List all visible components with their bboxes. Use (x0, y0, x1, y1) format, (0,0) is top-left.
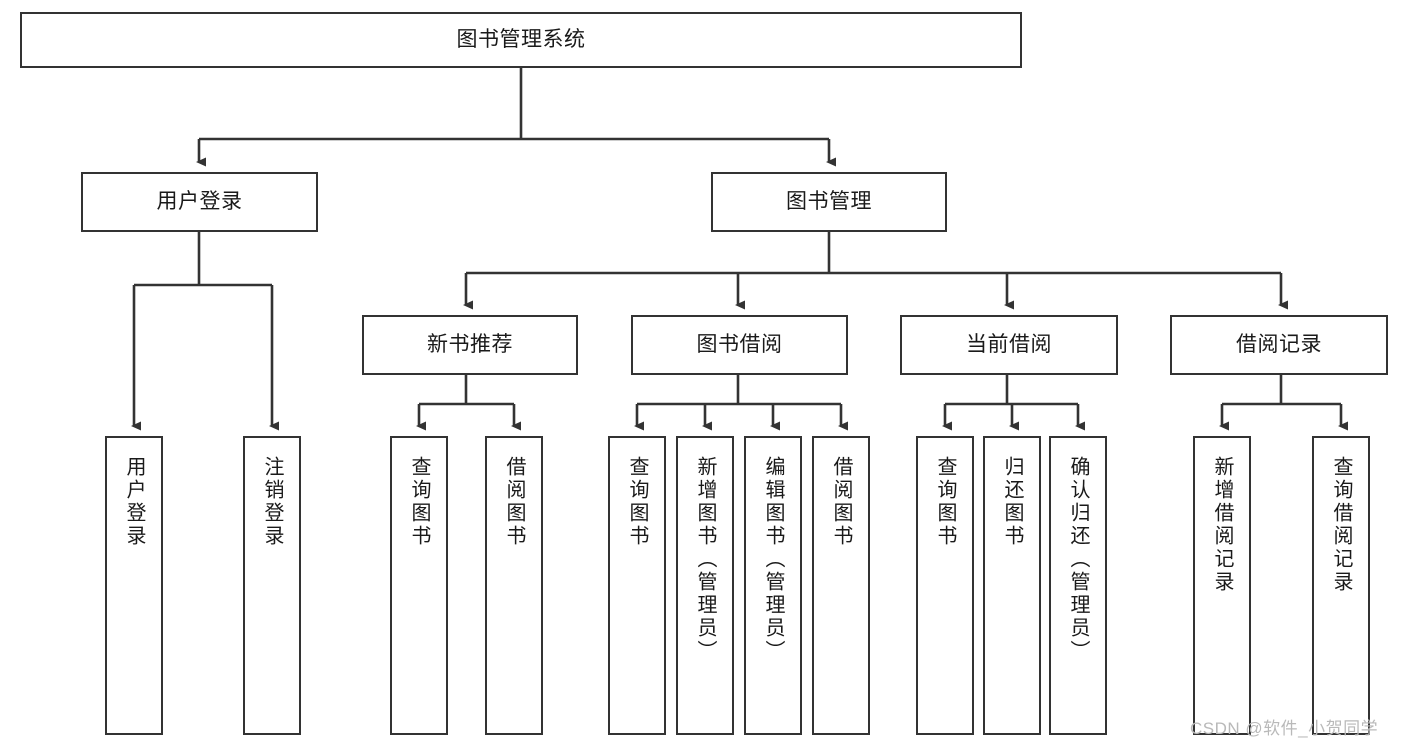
node-leaf-logout-label: 注销登录 (261, 456, 283, 548)
node-leaf-query-book-1-label: 查询图书 (408, 456, 430, 548)
node-leaf-edit-book[interactable]: 编辑图书（管理员） (744, 436, 802, 735)
node-current-borrow[interactable]: 当前借阅 (900, 315, 1118, 375)
node-book-manage[interactable]: 图书管理 (711, 172, 947, 232)
node-leaf-user-login-label: 用户登录 (123, 456, 145, 548)
node-leaf-add-record-label: 新增借阅记录 (1211, 456, 1233, 594)
node-leaf-confirm-return-label: 确认归还（管理员） (1067, 456, 1089, 663)
node-leaf-query-book-3[interactable]: 查询图书 (916, 436, 974, 735)
node-leaf-add-book-label: 新增图书（管理员） (694, 456, 716, 663)
node-leaf-query-record[interactable]: 查询借阅记录 (1312, 436, 1370, 735)
node-leaf-query-record-label: 查询借阅记录 (1330, 456, 1352, 594)
node-root[interactable]: 图书管理系统 (20, 12, 1022, 68)
node-new-book-label: 新书推荐 (427, 332, 513, 356)
node-leaf-query-book-1[interactable]: 查询图书 (390, 436, 448, 735)
node-leaf-return-book-label: 归还图书 (1001, 456, 1023, 548)
node-leaf-query-book-3-label: 查询图书 (934, 456, 956, 548)
node-leaf-edit-book-label: 编辑图书（管理员） (762, 456, 784, 663)
node-leaf-query-book-2[interactable]: 查询图书 (608, 436, 666, 735)
node-root-label: 图书管理系统 (456, 27, 586, 51)
node-book-borrow[interactable]: 图书借阅 (631, 315, 848, 375)
node-borrow-record-label: 借阅记录 (1236, 332, 1322, 356)
node-user-login-label: 用户登录 (156, 189, 243, 213)
node-borrow-record[interactable]: 借阅记录 (1170, 315, 1388, 375)
node-leaf-borrow-book-1[interactable]: 借阅图书 (485, 436, 543, 735)
node-leaf-logout[interactable]: 注销登录 (243, 436, 301, 735)
node-current-borrow-label: 当前借阅 (966, 332, 1052, 356)
node-leaf-return-book[interactable]: 归还图书 (983, 436, 1041, 735)
node-leaf-borrow-book-2-label: 借阅图书 (830, 456, 852, 548)
node-leaf-borrow-book-1-label: 借阅图书 (503, 456, 525, 548)
node-leaf-confirm-return[interactable]: 确认归还（管理员） (1049, 436, 1107, 735)
node-leaf-add-book[interactable]: 新增图书（管理员） (676, 436, 734, 735)
node-user-login[interactable]: 用户登录 (81, 172, 318, 232)
node-book-borrow-label: 图书借阅 (696, 332, 783, 356)
node-leaf-query-book-2-label: 查询图书 (626, 456, 648, 548)
node-leaf-user-login[interactable]: 用户登录 (105, 436, 163, 735)
node-new-book[interactable]: 新书推荐 (362, 315, 578, 375)
node-leaf-borrow-book-2[interactable]: 借阅图书 (812, 436, 870, 735)
node-book-manage-label: 图书管理 (786, 189, 872, 213)
node-leaf-add-record[interactable]: 新增借阅记录 (1193, 436, 1251, 735)
